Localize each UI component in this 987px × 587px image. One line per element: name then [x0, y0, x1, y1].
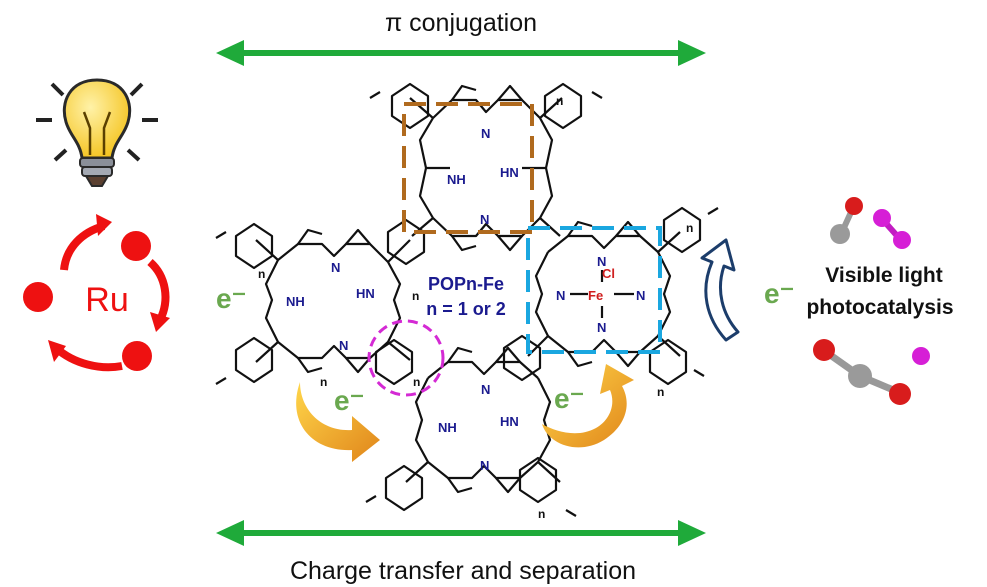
atom-n-fe-right: N	[636, 288, 645, 303]
electron-label-center-right: e⁻	[554, 383, 584, 414]
atom-cl: Cl	[602, 266, 615, 281]
repeat-n-left-bottom: n	[320, 375, 327, 389]
right-label-line1: Visible light	[825, 264, 942, 287]
porphyrin-framework	[215, 82, 719, 517]
atom-nh-bottom: NH	[438, 420, 457, 435]
atom-fe: Fe	[588, 288, 603, 303]
atom-nh-top: NH	[447, 172, 466, 187]
brown-dashed-box	[402, 102, 534, 234]
catalyst-name: POPn-Fe	[428, 274, 504, 294]
repeat-n-right: n	[657, 385, 664, 399]
porphyrin-bottom	[365, 346, 577, 517]
blue-dashed-box	[526, 226, 662, 354]
atom-n-top: N	[481, 126, 490, 141]
atom-nh-left: NH	[286, 294, 305, 309]
recycle-arrows-icon	[23, 214, 170, 372]
right-label-line2: photocatalysis	[806, 296, 953, 319]
top-label: π conjugation	[385, 9, 537, 37]
electron-label-center-left: e⁻	[334, 385, 364, 416]
ru-node-bottom	[122, 341, 152, 371]
magenta-dashed-circle	[367, 319, 445, 397]
repeat-n-center: n	[412, 289, 419, 303]
atom-hn-bottom: HN	[500, 414, 519, 429]
repeat-n-top: n	[556, 94, 563, 108]
repeat-n-bottom: n	[538, 507, 545, 521]
atom-labels: N NH HN N N NH HN N N NH HN N N N N N Fe…	[258, 94, 693, 521]
repeat-n-right-top: n	[686, 221, 693, 235]
oxygen-atom-3	[889, 383, 911, 405]
ru-node-left	[23, 282, 53, 312]
ru-label: Ru	[85, 281, 128, 319]
curved-arrow-navy-icon	[700, 238, 740, 342]
atom-n-fe-bottom: N	[597, 320, 606, 335]
carbon-atom	[830, 224, 850, 244]
atom-n-fe-left: N	[556, 288, 565, 303]
electron-label-left: e⁻	[216, 283, 246, 314]
light-bulb-icon	[36, 78, 158, 187]
h-atom-2	[893, 231, 911, 249]
atom-n-bottom-bottom: N	[480, 458, 489, 473]
atom-n-left: N	[331, 260, 340, 275]
porphyrin-top	[369, 82, 603, 252]
curved-arrow-right-icon	[542, 364, 634, 448]
h-atom-1	[873, 209, 891, 227]
atom-n-left-bottom: N	[339, 338, 348, 353]
bottom-double-arrow	[216, 520, 706, 546]
atom-hn-top: HN	[500, 165, 519, 180]
carbon-atom-2	[848, 364, 872, 388]
oxygen-atom-2	[813, 339, 835, 361]
atom-n-bottom: N	[481, 382, 490, 397]
ru-node-top	[121, 231, 151, 261]
repeat-n-left: n	[258, 267, 265, 281]
porphyrin-left	[215, 218, 426, 386]
molecule-icon	[813, 197, 930, 405]
bottom-label: Charge transfer and separation	[290, 557, 636, 585]
catalyst-n-note: n = 1 or 2	[426, 299, 506, 319]
atom-n-fe-top: N	[597, 254, 606, 269]
atom-hn-left: HN	[356, 286, 375, 301]
curved-arrow-left-icon	[296, 382, 380, 462]
oxygen-atom	[845, 197, 863, 215]
top-double-arrow	[216, 40, 706, 66]
repeat-n-mid: n	[413, 375, 420, 389]
electron-label-right: e⁻	[764, 278, 794, 309]
atom-n-top-bottom: N	[480, 212, 489, 227]
h-atom-3	[912, 347, 930, 365]
